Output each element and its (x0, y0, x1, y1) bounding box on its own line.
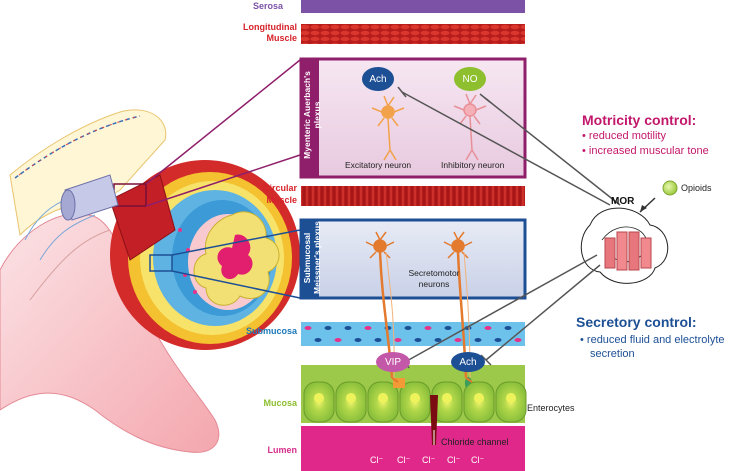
ach-badge-bottom: Ach (451, 352, 485, 372)
submucosa-cell (364, 326, 372, 330)
submucosa-cell (504, 326, 512, 330)
serosa-band (301, 0, 525, 13)
label-secretomotor-2: neurons (418, 279, 450, 289)
submucosa-cell (484, 326, 492, 330)
chloride-channel (430, 395, 438, 445)
submucosa-cell (354, 338, 362, 342)
ach-badge-top: Ach (362, 67, 394, 91)
enterocyte-nucleus (410, 393, 420, 403)
chloride-ion-label: Cl⁻ (447, 455, 461, 465)
secretory-title: Secretory control: (576, 314, 697, 330)
label-secretomotor-1: Secretomotor (408, 268, 460, 278)
label-chloride-channel: Chloride channel (441, 437, 509, 447)
label-mucosa: Mucosa (263, 398, 297, 408)
enterocyte-nucleus (474, 393, 484, 403)
submucosa-cell (494, 338, 502, 342)
enterocyte-nucleus (506, 393, 516, 403)
submucosal-plexus-box (299, 218, 527, 300)
submucosa-cell (444, 326, 452, 330)
lumen-band (301, 426, 525, 471)
label-excitatory-neuron: Excitatory neuron (345, 160, 412, 170)
inhibitory-neuron (453, 93, 487, 161)
vip-receptor (393, 378, 405, 388)
label-enterocytes: Enterocytes (527, 403, 575, 413)
chloride-ion-label: Cl⁻ (370, 455, 384, 465)
myenteric-plexus-box (299, 57, 527, 179)
intestine-illustration (0, 59, 301, 453)
chloride-ion-label: Cl⁻ (471, 455, 485, 465)
submucosa-cell (434, 338, 442, 342)
submucosa-band (301, 322, 525, 346)
mor-receptor (580, 207, 669, 284)
submucosa-cell (344, 326, 352, 330)
submucosa-cell (454, 338, 462, 342)
chloride-ion-label: Cl⁻ (397, 455, 411, 465)
label-submucosal-plexus-1: Submucosal (302, 232, 312, 284)
enterocyte-nucleus (346, 393, 356, 403)
submucosa-cell (474, 338, 482, 342)
label-submucosal-plexus-2: Meissner's plexus (312, 221, 322, 294)
label-longitudinal-muscle-1: Longitudinal (243, 22, 297, 32)
motricity-item-2: • increased muscular tone (582, 145, 709, 157)
label-myenteric-plexus-2: plexus (312, 101, 322, 129)
circular-muscle-band (301, 186, 525, 206)
submucosa-cell (334, 338, 342, 342)
secretory-item-2: secretion (590, 348, 635, 360)
label-submucosal-plexus: Submucosal Meissner's plexus (302, 221, 322, 294)
submucosa-cell (404, 326, 412, 330)
opioid-molecule (662, 180, 678, 196)
enterocyte-nucleus (442, 393, 452, 403)
label-myenteric-plexus: Myenteric Auerbach's plexus (302, 60, 322, 170)
enterocyte-nucleus (314, 393, 324, 403)
submucosa-cell (394, 338, 402, 342)
motricity-item-1: • reduced motility (582, 130, 666, 142)
label-myenteric-plexus-1: Myenteric Auerbach's (302, 71, 312, 159)
no-badge: NO (454, 67, 486, 91)
label-mor: MOR (611, 196, 635, 207)
secretory-item-1: • reduced fluid and electrolyte (580, 334, 725, 346)
mucosa-enterocytes (301, 365, 527, 423)
label-inhibitory-neuron: Inhibitory neuron (441, 160, 505, 170)
submucosa-cell (464, 326, 472, 330)
submucosa-cell (514, 338, 522, 342)
label-lumen: Lumen (267, 445, 297, 455)
submucosa-cell (314, 338, 322, 342)
submucosa-cell (324, 326, 332, 330)
excitatory-neuron (371, 95, 405, 161)
submucosa-cell (374, 338, 382, 342)
submucosa-cell (414, 338, 422, 342)
mor-inhibition-lines (397, 86, 621, 369)
submucosa-cell (424, 326, 432, 330)
label-opioids: Opioids (681, 183, 712, 193)
longitudinal-muscle-band (301, 24, 525, 44)
chloride-ion-label: Cl⁻ (422, 455, 436, 465)
vip-badge: VIP (376, 352, 410, 372)
label-longitudinal-muscle-2: Muscle (266, 33, 297, 43)
motricity-title: Motricity control: (582, 112, 697, 128)
submucosa-cell (304, 326, 312, 330)
label-submucosa: Submucosa (245, 326, 297, 336)
label-serosa: Serosa (253, 1, 284, 11)
enterocyte-nucleus (378, 393, 388, 403)
label-circular-muscle-2: Muscle (266, 195, 297, 205)
label-circular-muscle-1: Circular (262, 183, 297, 193)
